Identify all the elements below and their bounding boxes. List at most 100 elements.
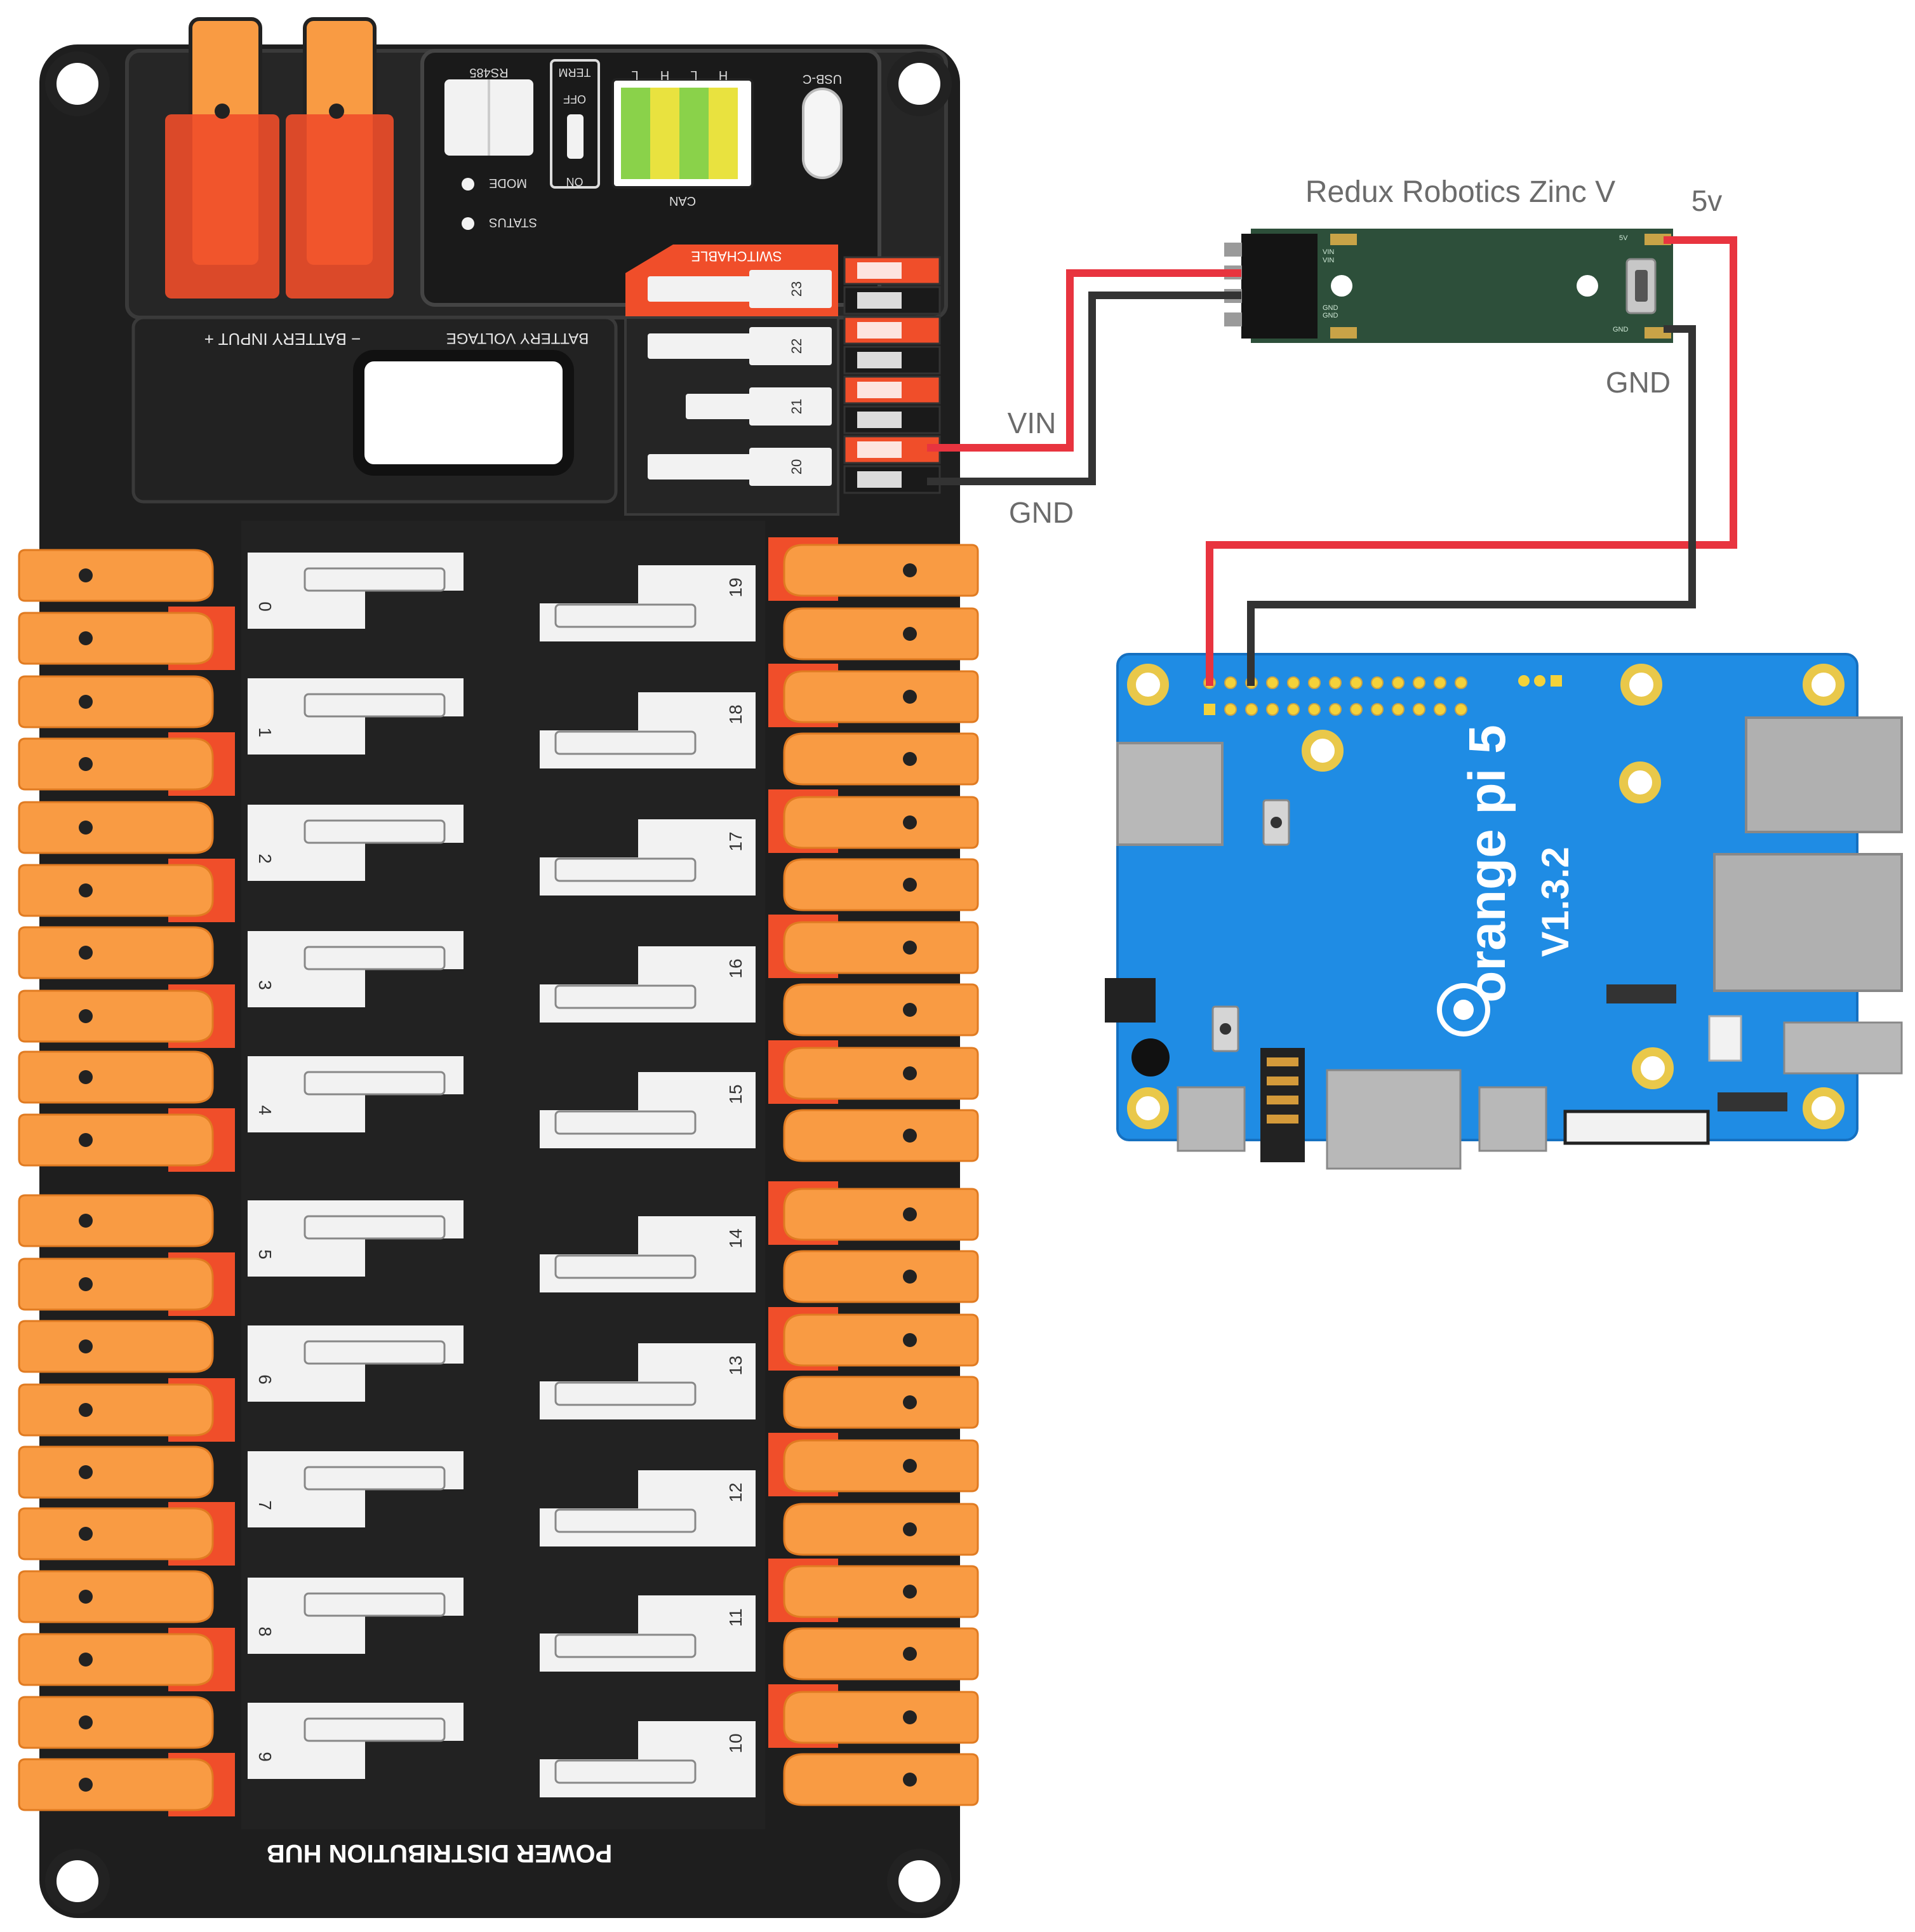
gpio-pin [1413,676,1425,689]
channel-lever [783,1753,979,1806]
zinc-pin-gnd: GND [1323,312,1338,319]
opi-mount-hole [1302,730,1344,772]
gpio-pin [1266,676,1279,689]
hdmi-port [1326,1069,1462,1170]
channel-lever [18,1050,214,1104]
lever-hole [903,1773,917,1787]
zinc-input-connector [1241,234,1318,339]
channel-lever [783,1109,979,1162]
lever-hole [79,1590,93,1604]
lever-hole [79,1778,93,1792]
small-connector [1708,1015,1742,1062]
battery-voltage-display [353,350,574,476]
channel-lever [783,1627,979,1680]
channel-lever [18,1758,214,1811]
opi-mount-hole [1619,761,1661,803]
zinc-5v-label: 5v [1691,184,1723,217]
zinc-pin-gnd: GND [1613,326,1629,333]
fuse-slot [540,1721,756,1797]
mode-led [462,178,474,191]
lever-hole [903,752,917,766]
channel-lever [783,544,979,597]
channel-label: 17 [726,831,745,851]
fuse-slot-window [554,1759,697,1784]
battery-voltage-label: BATTERY VOLTAGE [446,330,589,347]
channel-lever [783,921,979,974]
lever-hole [79,1403,93,1417]
usbc-port [802,88,843,179]
lever-hole [79,757,93,771]
zinc-board-body [1251,229,1673,343]
channel-lever [783,1565,979,1618]
small-lever-face [857,322,902,339]
mode-label: MODE [489,176,527,190]
channel-label: 8 [255,1627,275,1637]
gpio-pin [1287,676,1300,689]
left-channel-levers [18,549,235,1816]
term-switch [567,114,584,159]
channel-lever [783,1376,979,1429]
opi-led [1551,675,1562,687]
switchable-label: SWITCHABLE [691,248,782,264]
fuse-slot [540,692,756,768]
channel-label: 3 [255,980,275,990]
small-fuse-head [749,387,832,426]
channel-label: 16 [726,958,745,978]
sd-card-slot [1116,742,1224,846]
term-switch-box [550,59,600,189]
gpio-pin [1350,676,1363,689]
channel-lever [783,983,979,1036]
lever-hole [79,821,93,835]
gpio-pin [1266,703,1279,716]
lever-hole [903,690,917,704]
small-lever-face [857,262,902,279]
channel-label: 22 [789,339,804,354]
wire-gnd-label: GND [1009,496,1074,529]
gpio-pin [1371,676,1384,689]
small-fuse-head [749,448,832,486]
usb-port-small [1783,1021,1903,1075]
usb-c-port [1177,1086,1246,1152]
channel-lever [783,858,979,911]
opi-led [1518,675,1530,687]
channel-lever [783,732,979,786]
battery-lever-base-left [165,114,279,299]
fuse-slot-window [304,1071,446,1096]
can-pin-label: H [660,68,669,82]
lever-hole [903,1647,917,1661]
wire-vin-label: VIN [1008,406,1057,439]
lever-hole [903,1333,917,1347]
channel-label: 0 [255,601,275,612]
lever-hole [903,1003,917,1017]
gpio-pin [1245,703,1258,716]
term-on-label: ON [566,175,584,188]
ethernet-port [1713,853,1903,992]
term-off-label: OFF [563,93,586,105]
channel-lever [18,1113,214,1167]
gpio-pin [1455,703,1467,716]
small-fuse-head [749,270,832,308]
gpio-pin [1371,703,1384,716]
small-lever-face [857,292,902,309]
channel-label: 12 [726,1482,745,1502]
fuse-slot [540,1595,756,1672]
fuse-slot-window [554,1381,697,1406]
lever-hole [903,1522,917,1536]
opi-side-switch [1105,978,1156,1023]
fuse-slot-window [554,1110,697,1135]
fuse-slot-window [304,693,446,718]
lever-hole [79,1653,93,1667]
zinc-v-board: 5V VIN VIN GND GND GND [1224,229,1673,343]
channel-label: 7 [255,1500,275,1510]
channel-lever [18,926,214,979]
fan-connector [1260,1048,1305,1162]
ribbon-connector [1563,1110,1710,1145]
channel-lever [783,1439,979,1493]
small-lever-face [857,441,902,458]
channel-lever [783,670,979,723]
fuse-slot-window [304,1215,446,1240]
channel-label: 20 [789,459,804,474]
gpio-pin [1392,703,1405,716]
